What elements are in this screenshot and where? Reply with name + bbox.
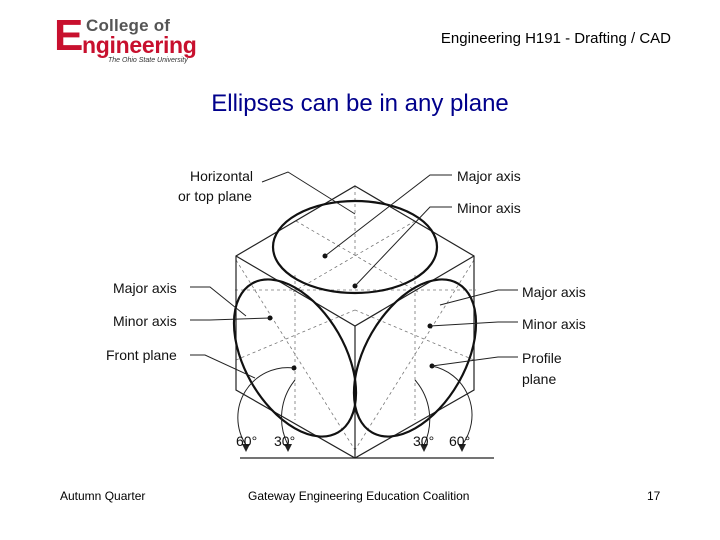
label-major-axis-top: Major axis bbox=[457, 168, 521, 184]
footer-quarter: Autumn Quarter bbox=[60, 489, 146, 503]
profile-ellipse bbox=[352, 278, 478, 438]
axis-dots bbox=[267, 253, 435, 371]
slide-title: Ellipses can be in any plane bbox=[211, 90, 509, 117]
construction-lines bbox=[235, 186, 476, 451]
label-major-axis-right: Major axis bbox=[522, 284, 586, 300]
label-minor-axis-top: Minor axis bbox=[457, 200, 521, 216]
logo-tagline: The Ohio State University bbox=[108, 57, 188, 64]
label-major-axis-left: Major axis bbox=[113, 280, 177, 296]
label-profile: Profile bbox=[522, 350, 562, 366]
cube-outline bbox=[235, 185, 475, 459]
label-front-plane: Front plane bbox=[106, 347, 177, 363]
logo-engineering-text: ngineering bbox=[82, 32, 197, 58]
label-minor-axis-left: Minor axis bbox=[113, 313, 177, 329]
college-logo: E College of ngineering The Ohio State U… bbox=[52, 11, 204, 65]
angle-marks bbox=[237, 365, 494, 459]
label-plane: plane bbox=[522, 371, 556, 387]
label-angle-60-right: 60° bbox=[449, 433, 470, 449]
angle-arrowheads bbox=[242, 444, 466, 452]
logo-college-text: College of bbox=[86, 16, 171, 35]
label-angle-30-left: 30° bbox=[274, 433, 295, 449]
label-top-plane: or top plane bbox=[178, 188, 252, 204]
label-angle-30-right: 30° bbox=[413, 433, 434, 449]
footer-page-number: 17 bbox=[647, 489, 661, 503]
label-minor-axis-right: Minor axis bbox=[522, 316, 586, 332]
top-ellipse bbox=[271, 199, 439, 295]
course-title: Engineering H191 - Drafting / CAD bbox=[440, 30, 671, 47]
label-angle-60-left: 60° bbox=[236, 433, 257, 449]
footer-coalition: Gateway Engineering Education Coalition bbox=[248, 489, 470, 503]
leader-lines bbox=[190, 171, 518, 379]
logo-letter-e: E bbox=[54, 11, 84, 60]
label-horizontal: Horizontal bbox=[190, 168, 253, 184]
